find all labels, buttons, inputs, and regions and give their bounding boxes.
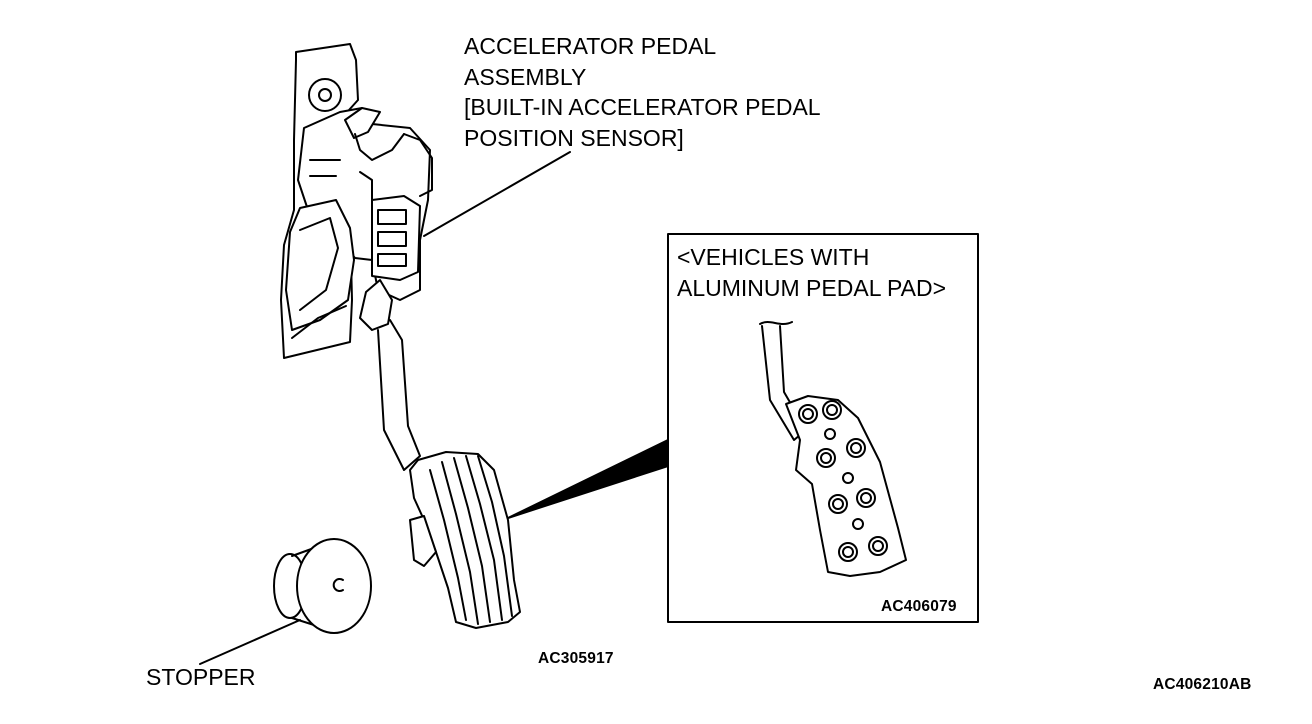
page-figure-code: AC406210AB: [1153, 676, 1252, 693]
inset-title: <VEHICLES WITH ALUMINUM PEDAL PAD>: [677, 242, 946, 303]
stopper-drawing: [199, 538, 372, 665]
main-figure-code: AC305917: [538, 650, 614, 667]
assembly-callout: ACCELERATOR PEDAL ASSEMBLY [BUILT-IN ACC…: [464, 31, 821, 153]
assembly-callout-line-4: POSITION SENSOR]: [464, 124, 684, 151]
assembly-callout-line-3: [BUILT-IN ACCELERATOR PEDAL: [464, 94, 821, 120]
inset-figure-code: AC406079: [881, 598, 957, 615]
aluminum-pad-drawing: [759, 321, 907, 577]
inset-title-line-2: ALUMINUM PEDAL PAD>: [677, 274, 947, 301]
pedal-assembly-drawing: [280, 43, 669, 629]
assembly-callout-line-1: ACCELERATOR PEDAL: [464, 33, 717, 59]
assembly-callout-line-2: ASSEMBLY: [464, 63, 587, 90]
stopper-callout: STOPPER: [146, 664, 256, 690]
inset-title-line-1: <VEHICLES WITH: [677, 244, 870, 270]
